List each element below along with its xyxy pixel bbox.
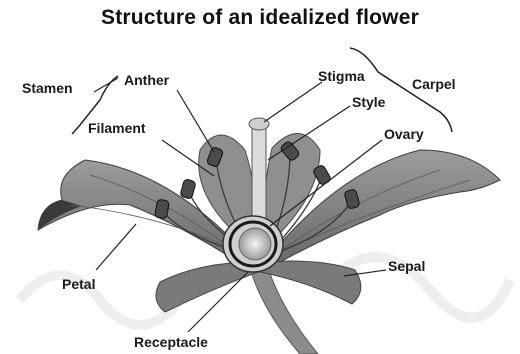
stigma <box>249 118 269 130</box>
label-sepal: Sepal <box>388 258 425 274</box>
label-receptacle: Receptacle <box>134 334 208 350</box>
label-ovary: Ovary <box>384 126 424 142</box>
leader-stigma <box>264 82 322 122</box>
label-filament: Filament <box>88 120 146 136</box>
ovule <box>239 228 271 260</box>
label-stigma: Stigma <box>318 68 365 84</box>
label-style: Style <box>352 94 385 110</box>
label-stamen: Stamen <box>22 80 73 96</box>
style <box>252 128 266 222</box>
diagram-title: Structure of an idealized flower <box>0 6 520 30</box>
leader-anther <box>177 90 214 152</box>
leader-petal <box>96 224 136 270</box>
label-petal: Petal <box>62 276 95 292</box>
label-anther: Anther <box>124 72 169 88</box>
label-carpel: Carpel <box>412 76 456 92</box>
